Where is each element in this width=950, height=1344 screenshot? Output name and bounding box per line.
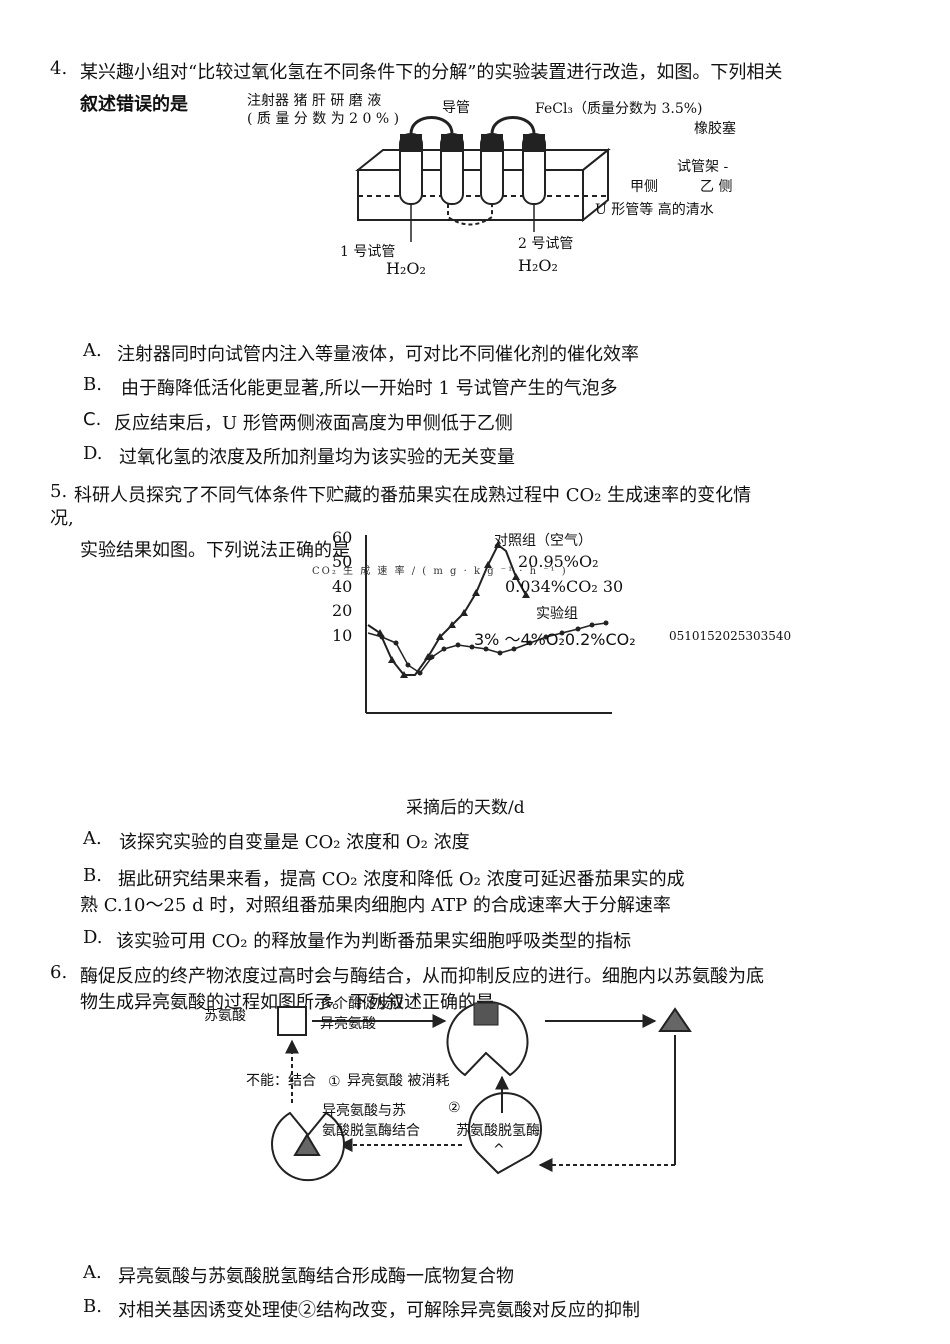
- q5-xticks: 0510152025303540: [669, 629, 792, 643]
- q6-number: 6.: [50, 962, 68, 983]
- q6-option-b-label: B.: [83, 1296, 102, 1317]
- q5-option-a-label: A.: [83, 828, 102, 849]
- q6-option-a-label: A.: [83, 1262, 102, 1283]
- q5-chart-xlabel: 采摘后的天数/d: [406, 798, 525, 818]
- q6-pathway-diagram: [240, 995, 710, 1190]
- q4-stem-line1: 某兴趣小组对“比较过氧化氢在不同条件下的分解”的实验装置进行改造，如图。下列相关: [80, 62, 783, 83]
- q5-ytick-60: 60: [332, 528, 353, 547]
- q4-side-a-label: 甲侧: [630, 179, 658, 195]
- q5-option-bc-continuation: 熟 C.10～25 d 时，对照组番茄果肉细胞内 ATP 的合成速率大于分解速率: [80, 895, 671, 916]
- q5-stem-line3: 实验结果如图。下列说法正确的是: [80, 540, 350, 561]
- q6-caret-mark: ^: [493, 1142, 505, 1158]
- q6-option-a-text: 异亮氨酸与苏氨酸脱氢酶结合形成酶一底物复合物: [118, 1266, 514, 1287]
- q6-bind-label-1: 异亮氨酸与苏: [322, 1103, 406, 1119]
- q6-threonine-label: 苏氨酸: [204, 1008, 246, 1024]
- q4-syringe-label-2: ( 质 量 分 数 为 2 0 % ): [247, 111, 400, 127]
- q4-u-tube-label: U 形管等 高的清水: [595, 202, 714, 218]
- q5-exp-label: 实验组: [536, 606, 578, 622]
- q5-ytick-40: 40: [332, 577, 353, 596]
- q4-catheter-label: 导管: [442, 100, 470, 116]
- q5-ytick-10: 10: [332, 626, 353, 645]
- q5-option-d-label: D.: [83, 927, 103, 948]
- q4-tube1-label: 1 号试管: [340, 244, 396, 260]
- q6-isoleucine-consumed-label: 异亮氨酸 被消耗: [347, 1073, 450, 1089]
- q4-option-c-text: 反应结束后，U 形管两侧液面高度为甲侧低于乙侧: [114, 413, 513, 434]
- q6-stem-line1: 酶促反应的终产物浓度过高时会与酶结合，从而抑制反应的进行。细胞内以苏氨酸为底: [80, 966, 764, 987]
- q5-ytick-20: 20: [332, 601, 353, 620]
- q6-dehydrogenase-label: 苏氨酸脱氢酶: [456, 1123, 540, 1139]
- q5-control-o2: 20.95%O₂: [518, 552, 599, 571]
- q4-tube2-label: 2 号试管: [518, 236, 574, 252]
- q4-option-d-text: 过氧化氢的浓度及所加剂量均为该实验的无关变量: [119, 447, 515, 468]
- q5-chart-svg: [365, 535, 612, 714]
- q4-stem-line2: 叙述错误的是: [80, 94, 188, 115]
- q4-fecl3-label: FeCl₃（质量分数为 3.5%): [535, 101, 703, 117]
- q5-exp-gas: 3% ～4%O₂0.2%CO₂: [474, 630, 636, 649]
- q6-stem-line2: 物生成异亮氨酸的过程如图所示。下列叙述正确的是: [80, 992, 494, 1013]
- q4-h2o2-label-b: H₂O₂: [518, 256, 558, 275]
- q4-h2o2-label-a: H₂O₂: [386, 259, 426, 278]
- q4-option-b-label: B.: [83, 374, 102, 395]
- q4-syringe-label-1: 注射器 猪 肝 研 磨 液: [247, 93, 382, 109]
- q4-option-c-label: C.: [83, 409, 102, 430]
- q5-number: 5.: [50, 481, 68, 502]
- q5-option-d-text: 该实验可用 CO₂ 的释放量作为判断番茄果实细胞呼吸类型的指标: [116, 931, 632, 952]
- q6-option-b-text: 对相关基因诱变处理使②结构改变，可解除异亮氨酸对反应的抑制: [118, 1300, 640, 1321]
- q4-apparatus-figure: [248, 92, 748, 282]
- q6-circle2-marker: ②: [448, 1100, 461, 1116]
- q4-number: 4.: [50, 58, 68, 79]
- q4-option-a-text: 注射器同时向试管内注入等量液体，可对比不同催化剂的催化效率: [117, 344, 639, 365]
- q6-multi-step-product: 异亮氨酸: [320, 1016, 376, 1032]
- q4-option-d-label: D.: [83, 443, 103, 464]
- q5-chart: [340, 525, 630, 740]
- q4-rubber-stopper-label: 橡胶塞: [694, 121, 736, 137]
- q6-multi-step-label: 多个酶促反应: [320, 996, 404, 1012]
- q4-option-a-label: A.: [83, 340, 102, 361]
- q4-apparatus-drawing: [355, 116, 611, 242]
- q4-rack-label: 试管架 -: [677, 159, 729, 175]
- q5-stem-line1: 科研人员探究了不同气体条件下贮藏的番茄果实在成熟过程中 CO₂ 生成速率的变化情: [74, 485, 752, 506]
- q6-circle1-marker: ①: [328, 1074, 341, 1090]
- q5-control-label: 对照组（空气）: [494, 533, 592, 549]
- q5-option-a-text: 该探究实验的自变量是 CO₂ 浓度和 O₂ 浓度: [119, 832, 470, 853]
- q5-option-b-label: B.: [83, 865, 102, 886]
- q5-ytick-50: 50: [332, 552, 353, 571]
- q4-option-b-text: 由于酶降低活化能更显著,所以一开始时 1 号试管产生的气泡多: [121, 378, 618, 399]
- q5-stem-line2: 况,: [50, 508, 74, 529]
- q5-chart-ylabel: CO₂ 生 成 速 率 / ( m g · k g ⁻¹ · h ⁻¹ ): [312, 566, 568, 577]
- q6-bind-label-2: 氨酸脱氢酶结合: [322, 1123, 420, 1139]
- q4-side-b-label: 乙 侧: [700, 179, 733, 195]
- q5-option-b-text: 据此研究结果来看，提高 CO₂ 浓度和降低 O₂ 浓度可延迟番茄果实的成: [118, 869, 685, 890]
- q5-control-co2: 0.034%CO₂ 30: [505, 577, 624, 596]
- q6-pathway-svg: [271, 1001, 692, 1182]
- q6-cannot-bind-label: 不能：结合: [246, 1073, 316, 1089]
